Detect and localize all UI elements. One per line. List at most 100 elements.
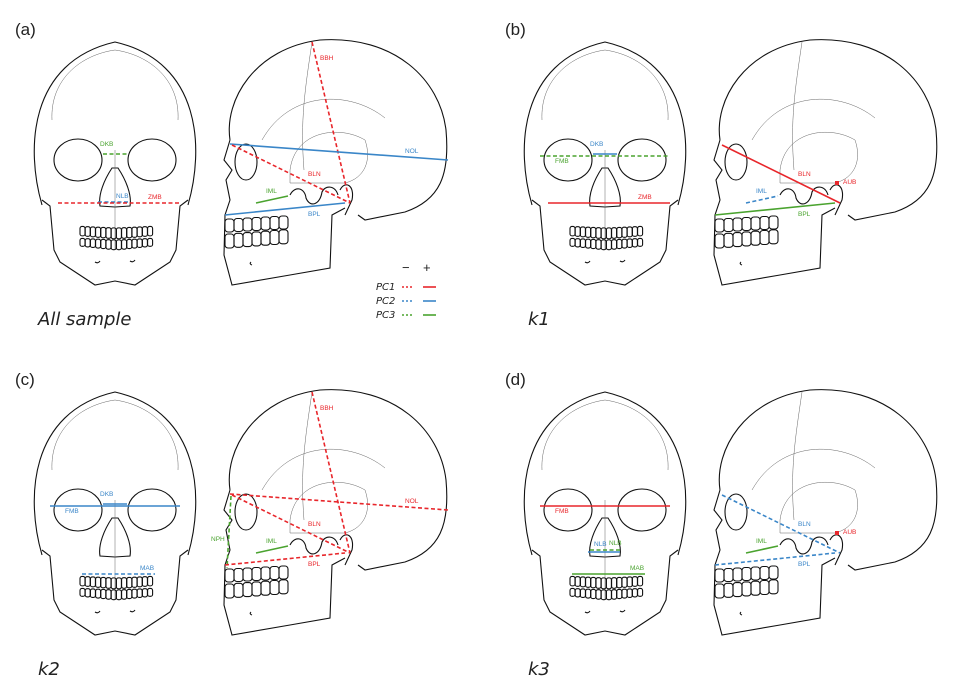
measurement-bln: BLN — [721, 494, 841, 554]
legend-plus: + — [423, 260, 431, 275]
measurement-label: BPL — [308, 211, 321, 218]
orbit — [724, 143, 748, 181]
temporal-squama — [779, 132, 858, 184]
cranium-outline — [33, 391, 197, 556]
coronal-suture — [51, 399, 179, 471]
temporal-line — [261, 99, 386, 141]
measurement-line — [745, 545, 779, 554]
measurement-label: AUB — [843, 179, 856, 186]
temporal-line — [751, 99, 876, 141]
mental-foramen — [584, 259, 626, 264]
right-orbit — [127, 488, 177, 532]
measurement-line — [231, 144, 351, 204]
face-mandible-outline — [713, 489, 836, 636]
orbit — [724, 493, 748, 531]
temporal-squama — [289, 482, 368, 534]
measurement-iml: IML — [255, 538, 289, 554]
teeth — [79, 225, 154, 251]
measurement-label: IML — [756, 188, 767, 195]
mandible-outline — [41, 549, 189, 636]
teeth — [224, 215, 289, 249]
landmark-marker — [835, 531, 839, 535]
panel-letter: (b) — [505, 20, 526, 39]
measurement-aub: AUB — [835, 529, 856, 536]
orbit — [234, 143, 258, 181]
mental-foramen — [94, 609, 136, 614]
measurement-iml: IML — [745, 538, 779, 554]
measurement-label: IML — [266, 538, 277, 545]
mental-foramen — [739, 611, 743, 616]
vault-outline — [718, 39, 938, 221]
measurement-label: MAB — [140, 565, 154, 572]
teeth — [569, 225, 644, 251]
panel-letter: (a) — [15, 20, 36, 39]
measurement-bln: BLN — [231, 144, 351, 204]
mandible-outline — [41, 199, 189, 286]
measurement-line — [224, 552, 346, 566]
coronal-suture — [541, 49, 669, 121]
front-view-skull — [523, 41, 687, 286]
group-caption: All sample — [37, 309, 131, 330]
measurement-label: BLN — [798, 521, 811, 528]
right-orbit — [617, 138, 667, 182]
measurement-label: BBH — [320, 55, 334, 62]
coronal-suture — [792, 41, 803, 171]
teeth — [79, 575, 154, 601]
measurement-zmb: ZMB — [548, 194, 670, 204]
coronal-suture — [51, 49, 179, 121]
measurement-zmb: ZMB — [58, 194, 180, 204]
measurement-label: NLB — [609, 540, 622, 547]
measurement-label: MAB — [630, 565, 644, 572]
mental-foramen — [249, 611, 253, 616]
lateral-view-skull — [223, 39, 448, 286]
measurement-line — [311, 391, 351, 554]
legend-label: PC2 — [376, 296, 395, 307]
vault-outline — [228, 39, 448, 221]
mastoid — [829, 184, 844, 216]
face-mandible-outline — [223, 489, 346, 636]
measurement-fmb: FMB — [50, 505, 180, 515]
front-view-skull — [33, 391, 197, 636]
temporal-line — [261, 449, 386, 491]
coronal-suture — [302, 391, 313, 521]
measurement-fmb: FMB — [540, 155, 670, 165]
measurement-dkb: DKB — [100, 141, 127, 155]
measurement-nlb: NLB — [98, 193, 130, 203]
measurement-label: IML — [266, 188, 277, 195]
nasal-aperture — [99, 517, 131, 558]
measurement-label: BPL — [798, 211, 811, 218]
measurement-aub: AUB — [835, 179, 856, 186]
mandible-outline — [531, 199, 679, 286]
measurement-bpl: BPL — [224, 202, 346, 218]
teeth — [569, 575, 644, 601]
left-orbit — [543, 488, 593, 532]
measurement-dkb: DKB — [100, 491, 127, 505]
face-mandible-outline — [223, 139, 346, 286]
zygomatic-arch — [289, 536, 339, 555]
measurement-label: BLN — [308, 521, 321, 528]
measurement-line — [721, 494, 841, 554]
measurement-bpl: BPL — [714, 552, 836, 568]
legend-label: PC1 — [376, 282, 395, 293]
zygomatic-arch — [779, 536, 829, 555]
legend-label: PC3 — [376, 310, 395, 321]
measurement-label: BBH — [320, 405, 334, 412]
measurement-label: FMB — [555, 508, 569, 515]
measurement-label: NOL — [405, 148, 419, 155]
cranium-outline — [523, 41, 687, 206]
landmark-marker — [835, 181, 839, 185]
front-view-skull — [33, 41, 197, 286]
group-caption: k1 — [528, 309, 550, 330]
measurement-label: DKB — [100, 491, 113, 498]
measurement-line — [255, 545, 289, 554]
measurement-label: BLN — [798, 171, 811, 178]
panel-letter: (d) — [505, 370, 526, 389]
vault-outline — [228, 389, 448, 571]
coronal-suture — [302, 41, 313, 171]
measurement-label: ZMB — [638, 194, 652, 201]
measurement-label: DKB — [590, 141, 603, 148]
measurement-line — [229, 493, 449, 511]
measurement-nol: NOL — [229, 493, 449, 511]
